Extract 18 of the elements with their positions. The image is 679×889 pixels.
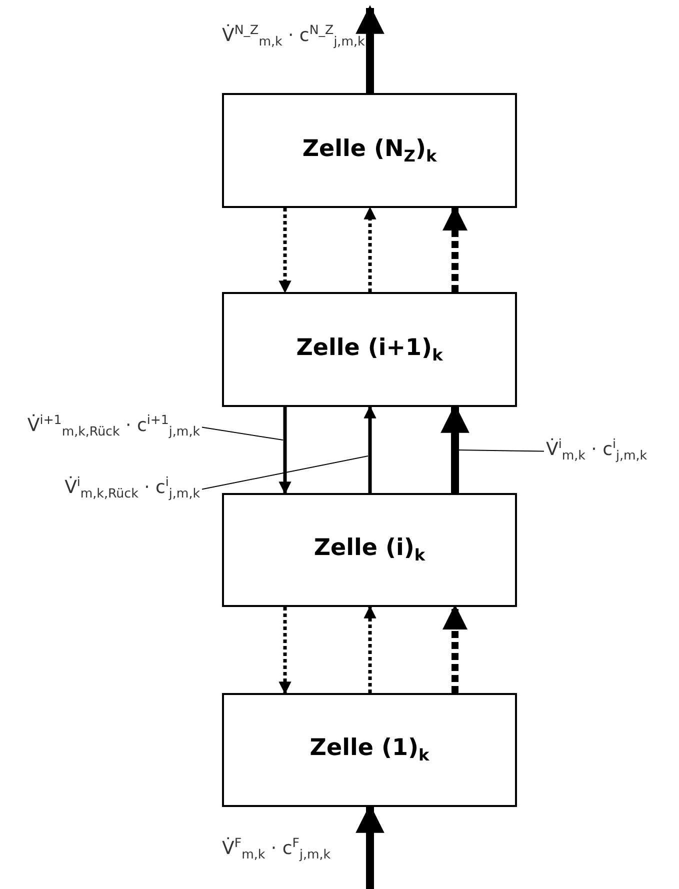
arrow [278,208,292,294]
cell-title: Zelle (i)$_{k}$ [314,535,426,565]
cell-title: Zelle (i+1)$_{k}$ [296,334,443,364]
leader-line [202,426,284,440]
leader-line [458,450,544,452]
cell-box [222,292,517,407]
arrow [278,407,292,494]
cell-title: Zelle (1)$_{k}$ [310,735,430,765]
arrow [364,606,376,693]
arrow [364,206,376,292]
leader-line [202,456,368,490]
arrow [278,607,292,694]
arrow [356,5,384,93]
cell-title: Zelle (N$_{Z}$)$_{k}$ [302,136,437,166]
cell-box [222,693,517,807]
cell-box [222,93,517,208]
arrow [364,406,376,493]
cell-box [222,493,517,607]
